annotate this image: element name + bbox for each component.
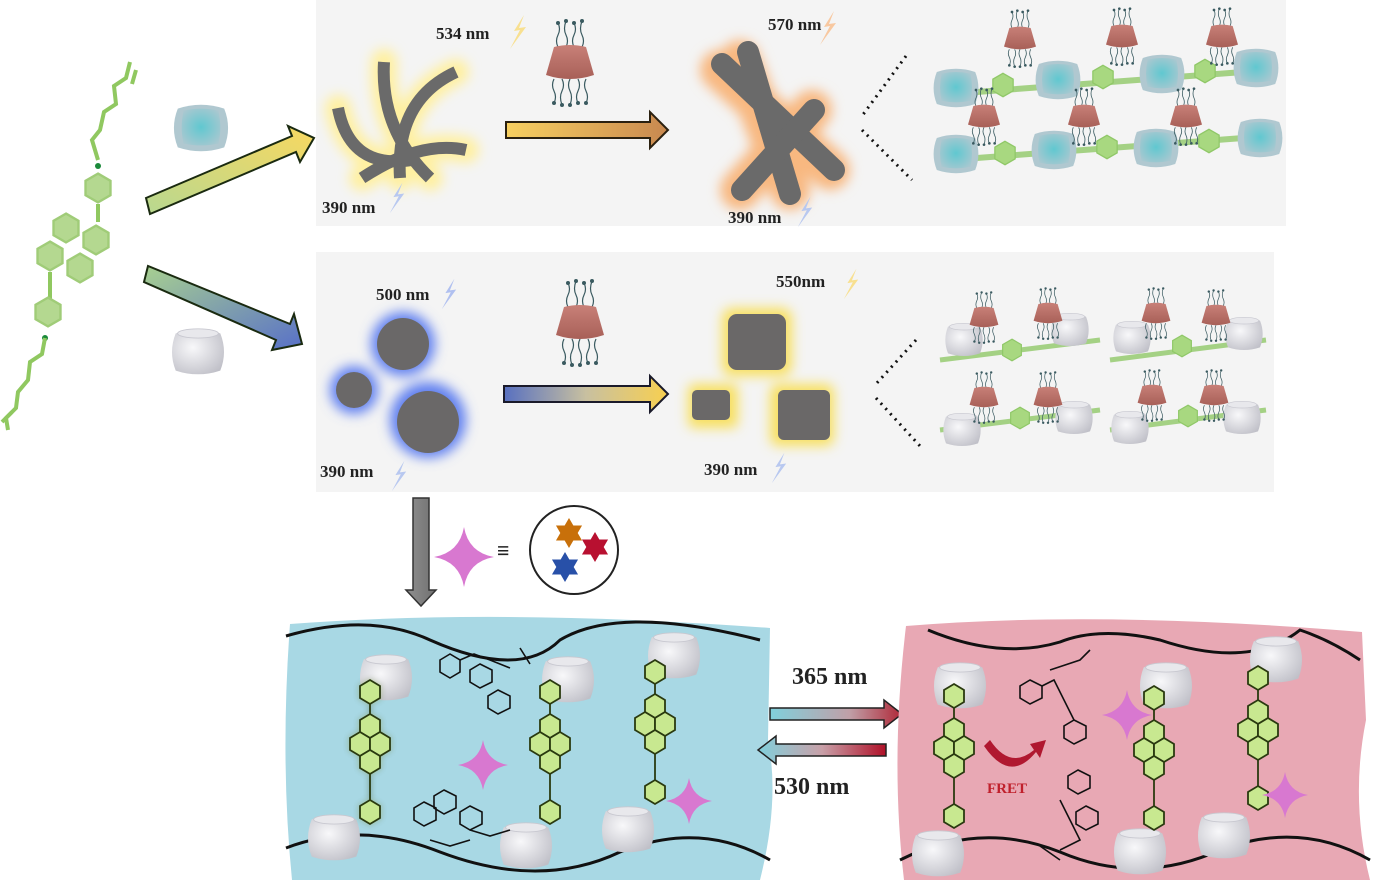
emission-bolt-icon	[843, 268, 859, 300]
middle-final-excitation: 390 nm	[704, 460, 758, 479]
equivalence-symbol: ≡	[497, 538, 510, 563]
pyrene-monomer	[0, 61, 138, 431]
zoom-bracket-top	[860, 55, 914, 182]
white-macrocycle-icon	[171, 328, 225, 375]
fret-label: FRET	[987, 781, 1027, 797]
middle-initial-excitation: 390 nm	[320, 462, 374, 481]
cyan-macrocycle-icon	[173, 104, 229, 152]
middle-final-emission: 550nm	[776, 272, 826, 291]
excitation-bolt-icon	[771, 452, 787, 484]
reverse-switch-arrow	[756, 734, 887, 766]
square-particles-yellow-glow	[688, 308, 834, 446]
blue-hydrogel-panel	[285, 616, 773, 880]
down-arrow	[404, 497, 438, 608]
top-final-excitation: 390 nm	[728, 208, 782, 227]
reverse-wavelength-label: 530 nm	[774, 774, 850, 800]
fret-arrow	[984, 740, 1046, 767]
arrow-middle-transform	[503, 373, 670, 415]
emission-bolt-icon	[510, 15, 526, 49]
crossed-rods-orange-glow	[700, 40, 850, 210]
emission-bolt-icon	[441, 278, 457, 310]
cyan-host-network	[933, 6, 1283, 174]
top-final-emission: 570 nm	[768, 15, 822, 34]
emission-bolt-icon	[820, 11, 836, 45]
top-initial-excitation: 390 nm	[322, 198, 376, 217]
top-initial-emission: 534 nm	[436, 24, 490, 43]
arrow-to-top-pathway	[144, 124, 316, 216]
forward-switch-arrow	[769, 698, 904, 730]
pink-hydrogel-panel: FRET	[897, 619, 1371, 880]
pillararene-guest-icon	[545, 18, 595, 108]
middle-initial-emission: 500 nm	[376, 285, 430, 304]
curved-fibers-yellow-glow	[325, 49, 479, 191]
arrow-top-transform	[505, 109, 670, 151]
white-host-network	[939, 286, 1267, 447]
arrow-to-middle-pathway	[142, 264, 304, 352]
forward-wavelength-label: 365 nm	[792, 664, 868, 690]
zoom-bracket-middle	[874, 338, 922, 448]
sparkle-dye-icon	[434, 527, 494, 587]
middle-pathway-panel	[316, 252, 1274, 492]
excitation-bolt-icon	[391, 460, 407, 492]
pillararene-guest-icon	[555, 278, 605, 368]
dye-mixture-circle	[529, 505, 619, 595]
spherical-particles-blue-glow	[330, 312, 466, 458]
